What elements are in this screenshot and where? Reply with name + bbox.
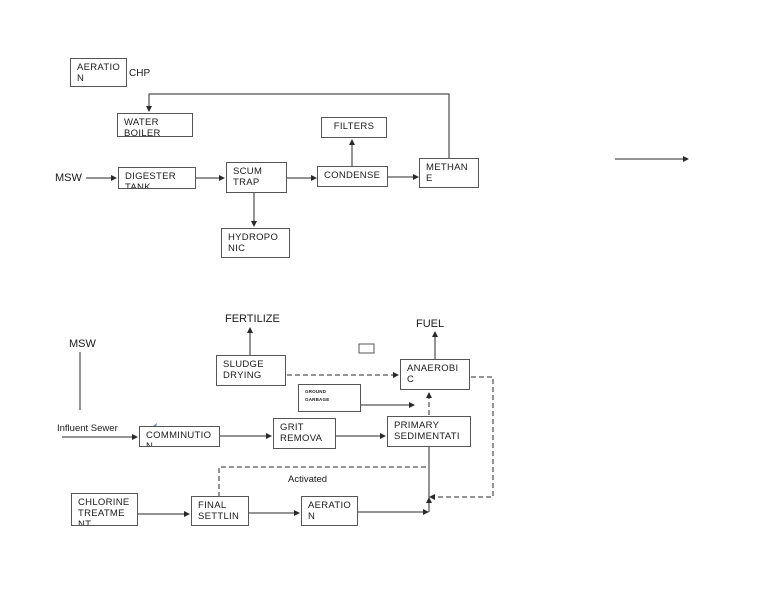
activated-label: Activated: [288, 474, 328, 485]
scum-trap-box: SCUM TRAP: [226, 162, 287, 193]
chp-label: CHP: [129, 68, 151, 79]
water-boiler-box: WATER BOILER: [117, 113, 193, 137]
fertilize-label: FERTILIZE: [225, 313, 280, 325]
anaerobic-box: ANAEROBI C: [400, 359, 470, 390]
grit-removal-box: GRIT REMOVA: [273, 418, 336, 449]
msw-label-bottom: MSW: [69, 338, 96, 350]
dashed-anaerobic-loop: [429, 376, 494, 500]
methane-box: METHAN E: [419, 158, 479, 188]
aeration-box-top: AERATIO N: [70, 58, 127, 87]
sludge-drying-box: SLUDGE DRYING: [216, 355, 286, 386]
fuel-label: FUEL: [416, 318, 445, 330]
aeration-box-bottom: AERATIO N: [301, 496, 358, 526]
ground-garbage-box: GROUND GARBAGE: [298, 384, 361, 412]
final-settling-box: FINAL SETTLIN: [191, 496, 249, 526]
small-empty-box: [358, 343, 375, 354]
influent-sewer-label: Influent Sewer: [57, 423, 118, 434]
comminution-box: COMMINUTIO N: [139, 426, 220, 447]
arrow-methane-boiler: [146, 93, 450, 158]
chlorine-treatment-box: CHLORINE TREATME NT: [71, 493, 138, 526]
condense-box: CONDENSE: [317, 166, 388, 187]
hydroponic-box: HYDROPO NIC: [221, 228, 290, 258]
dashed-activated-return: [218, 466, 429, 497]
primary-sedimentation-box: PRIMARY SEDIMENTATI: [387, 416, 471, 447]
filters-box: FILTERS: [321, 117, 387, 138]
msw-label-top: MSW: [55, 172, 82, 184]
digester-tank-box: DIGESTER TANK: [118, 167, 196, 189]
